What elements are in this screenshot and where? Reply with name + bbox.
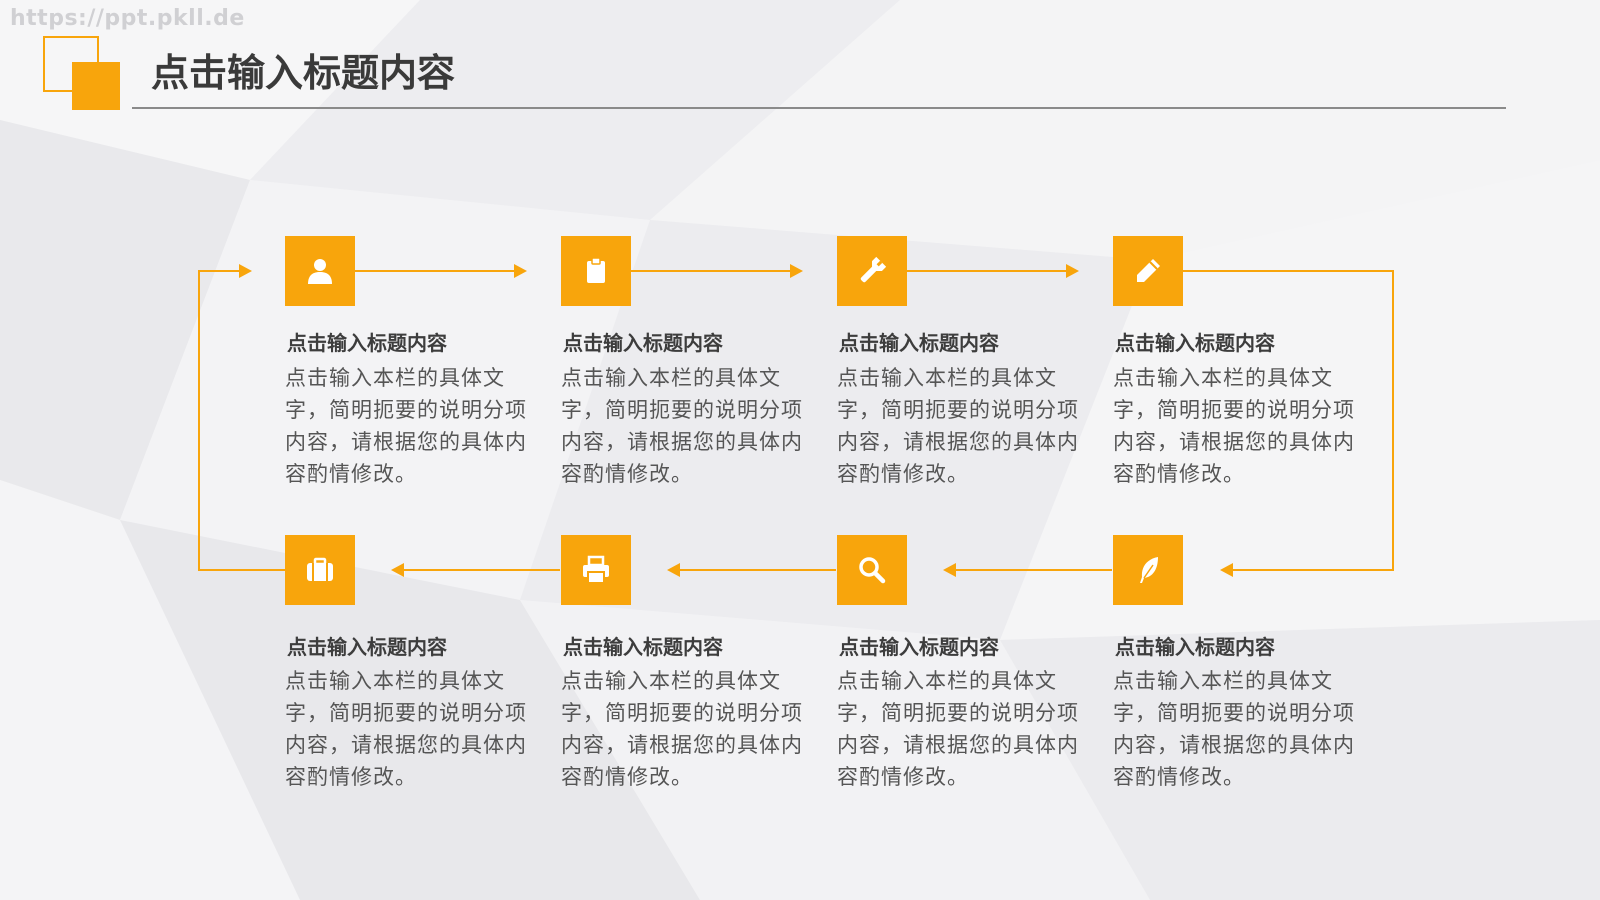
- step-4-icon-box: [1113, 236, 1183, 306]
- step-2-title: 点击输入标题内容: [563, 331, 723, 355]
- step-7-icon-box: [561, 535, 631, 605]
- step-3-title: 点击输入标题内容: [839, 331, 999, 355]
- step-5-text: 点击输入本栏的具体文字，简明扼要的说明分项内容，请根据您的具体内容酌情修改。: [1113, 669, 1355, 789]
- briefcase-icon: [307, 557, 333, 581]
- wrench-icon: [860, 256, 887, 283]
- user-icon: [308, 259, 332, 284]
- feather-icon: [1140, 557, 1158, 583]
- page-title: 点击输入标题内容: [151, 51, 456, 95]
- step-6-text: 点击输入本栏的具体文字，简明扼要的说明分项内容，请根据您的具体内容酌情修改。: [837, 669, 1079, 789]
- watermark-url: https://ppt.pkll.de: [10, 6, 245, 31]
- step-5-icon-box: [1113, 535, 1183, 605]
- printer-icon: [583, 555, 609, 584]
- step-8-text: 点击输入本栏的具体文字，简明扼要的说明分项内容，请根据您的具体内容酌情修改。: [285, 669, 527, 789]
- title-divider: [132, 107, 1506, 109]
- step-8-icon-box: [285, 535, 355, 605]
- step-1-icon-box: [285, 236, 355, 306]
- step-4-text: 点击输入本栏的具体文字，简明扼要的说明分项内容，请根据您的具体内容酌情修改。: [1113, 366, 1355, 486]
- step-8-title: 点击输入标题内容: [287, 635, 447, 659]
- search-icon: [859, 557, 886, 584]
- pencil-icon: [1137, 259, 1160, 282]
- step-3-icon-box: [837, 236, 907, 306]
- step-4-title: 点击输入标题内容: [1115, 331, 1275, 355]
- step-2-icon-box: [561, 236, 631, 306]
- step-1-title: 点击输入标题内容: [287, 331, 447, 355]
- step-6-title: 点击输入标题内容: [839, 635, 999, 659]
- title-logo-square: [72, 62, 120, 110]
- step-7-text: 点击输入本栏的具体文字，简明扼要的说明分项内容，请根据您的具体内容酌情修改。: [561, 669, 803, 789]
- step-3-text: 点击输入本栏的具体文字，简明扼要的说明分项内容，请根据您的具体内容酌情修改。: [837, 366, 1079, 486]
- step-6-icon-box: [837, 535, 907, 605]
- step-7-title: 点击输入标题内容: [563, 635, 723, 659]
- step-2-text: 点击输入本栏的具体文字，简明扼要的说明分项内容，请根据您的具体内容酌情修改。: [561, 366, 803, 486]
- clipboard-icon: [587, 257, 605, 283]
- step-1-text: 点击输入本栏的具体文字，简明扼要的说明分项内容，请根据您的具体内容酌情修改。: [285, 366, 527, 486]
- step-5-title: 点击输入标题内容: [1115, 635, 1275, 659]
